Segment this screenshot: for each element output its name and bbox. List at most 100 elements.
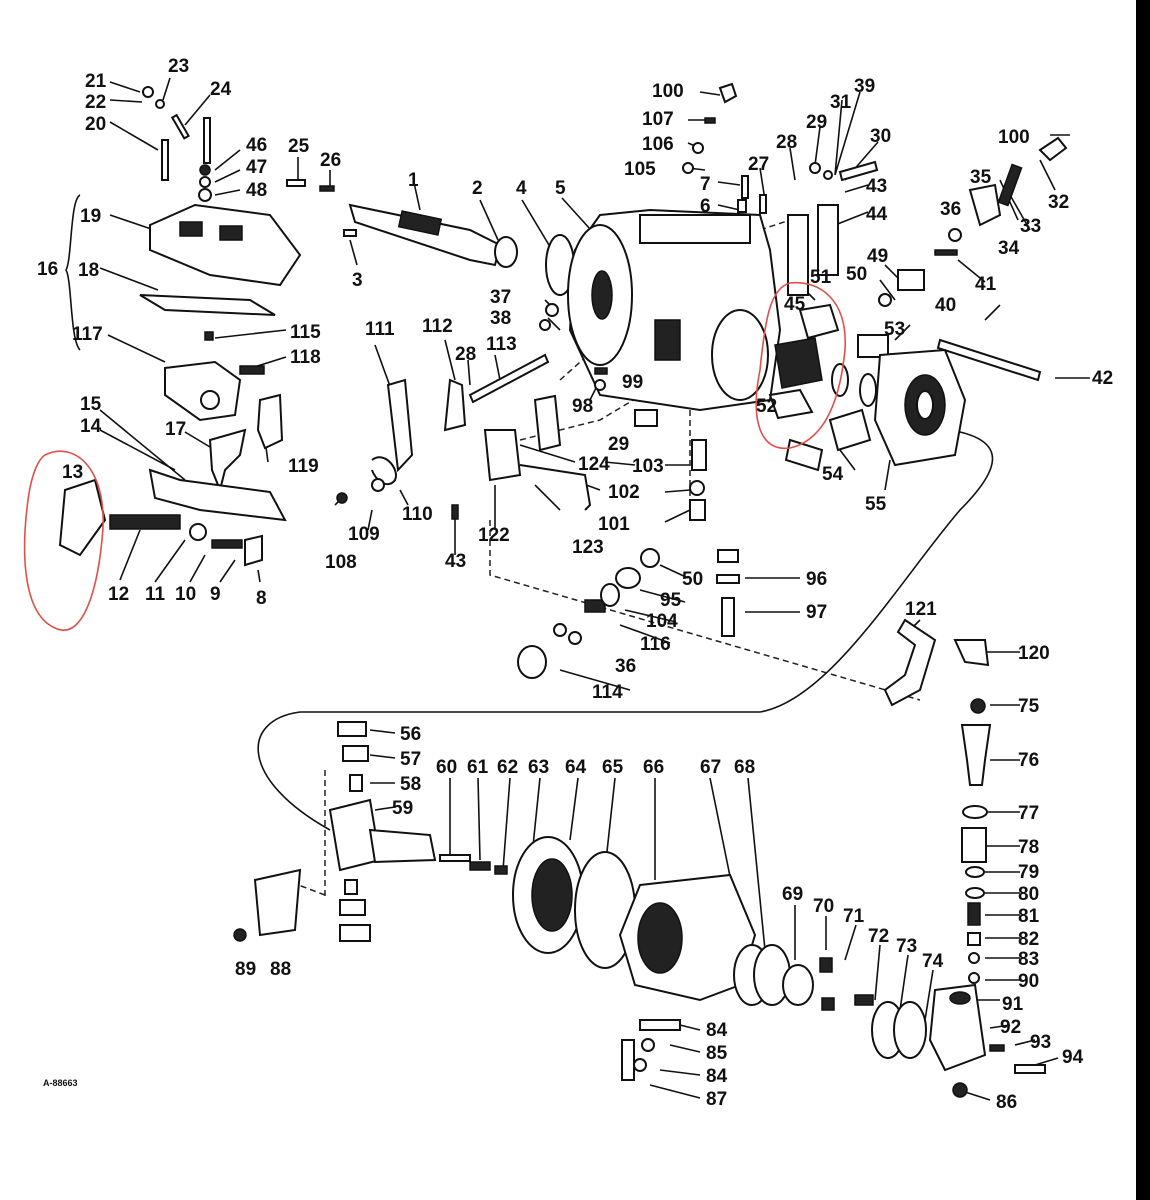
label-43-top: 43 bbox=[866, 176, 887, 197]
label-33: 33 bbox=[1020, 216, 1041, 237]
label-121: 121 bbox=[905, 599, 937, 620]
part-99-screw bbox=[594, 367, 608, 375]
part-77-washer bbox=[962, 805, 988, 819]
part-54-wedge bbox=[784, 438, 824, 472]
part-70-valve bbox=[819, 957, 833, 973]
part-72-spring bbox=[854, 994, 874, 1006]
label-116: 116 bbox=[640, 634, 671, 655]
label-75: 75 bbox=[1018, 696, 1040, 717]
label-9: 9 bbox=[210, 584, 221, 605]
label-37: 37 bbox=[490, 287, 511, 308]
part-27-screw bbox=[759, 194, 767, 214]
label-119: 119 bbox=[288, 456, 319, 477]
part-14-plate bbox=[148, 468, 287, 522]
label-20: 20 bbox=[85, 114, 106, 135]
part-11-spacer bbox=[189, 523, 207, 541]
label-104: 104 bbox=[646, 611, 678, 632]
label-29-lower: 29 bbox=[608, 434, 629, 455]
label-88: 88 bbox=[270, 959, 291, 980]
part-59-shaft bbox=[368, 828, 437, 864]
label-36-right: 36 bbox=[940, 199, 961, 220]
label-82: 82 bbox=[1018, 929, 1039, 950]
part-7-stud bbox=[741, 175, 749, 199]
label-105: 105 bbox=[624, 159, 656, 180]
part-48-washer bbox=[198, 188, 212, 202]
rotor-block-b bbox=[339, 924, 371, 942]
part-20-screw bbox=[161, 139, 169, 181]
part-25-plug bbox=[286, 179, 306, 187]
label-60: 60 bbox=[436, 757, 457, 778]
part-36-ring-a bbox=[553, 623, 567, 637]
label-73: 73 bbox=[896, 936, 917, 957]
label-46: 46 bbox=[246, 135, 267, 156]
part-87-bolt bbox=[621, 1039, 635, 1081]
part-19-cover bbox=[149, 203, 302, 287]
cover-window-2 bbox=[219, 225, 243, 241]
part-102-washer bbox=[689, 480, 705, 496]
part-53-block bbox=[857, 334, 889, 358]
label-70: 70 bbox=[813, 896, 834, 917]
part-ring-b bbox=[859, 373, 877, 407]
part-45-core bbox=[774, 337, 823, 389]
part-52-block bbox=[768, 388, 814, 420]
part-46-nut bbox=[199, 164, 211, 176]
label-97: 97 bbox=[806, 602, 827, 623]
head-face bbox=[637, 902, 683, 974]
label-21: 21 bbox=[85, 71, 107, 92]
figure-code: A-88663 bbox=[43, 1078, 78, 1088]
part-2-seal bbox=[494, 236, 518, 268]
label-10: 10 bbox=[175, 584, 196, 605]
label-85: 85 bbox=[706, 1043, 728, 1064]
housing-flange-bore bbox=[591, 270, 613, 320]
label-74: 74 bbox=[922, 951, 944, 972]
part-76-delivery-valve bbox=[960, 724, 992, 786]
housing-top bbox=[639, 214, 751, 244]
label-31: 31 bbox=[830, 92, 852, 113]
label-34: 34 bbox=[998, 238, 1020, 259]
part-122-bracket bbox=[483, 429, 522, 482]
part-9-retainer bbox=[244, 534, 263, 567]
part-36-washer bbox=[948, 228, 962, 242]
part-50-ring bbox=[640, 548, 660, 568]
label-106: 106 bbox=[642, 134, 674, 155]
part-71-valve bbox=[821, 997, 835, 1011]
part-98-washer bbox=[594, 379, 606, 391]
label-12: 12 bbox=[108, 584, 129, 605]
part-42-rod bbox=[936, 338, 1042, 382]
part-41-pin bbox=[934, 249, 958, 256]
label-78: 78 bbox=[1018, 837, 1039, 858]
label-111: 111 bbox=[365, 319, 395, 340]
part-82-plunger bbox=[967, 932, 981, 946]
part-105-washer bbox=[682, 162, 694, 174]
label-79: 79 bbox=[1018, 862, 1039, 883]
part-38-washer bbox=[539, 319, 551, 331]
label-28: 28 bbox=[455, 344, 476, 365]
label-84-top: 84 bbox=[706, 1020, 728, 1041]
label-40: 40 bbox=[935, 295, 956, 316]
label-103: 103 bbox=[632, 456, 664, 477]
part-90-ring bbox=[968, 972, 980, 984]
label-100-top: 100 bbox=[652, 81, 684, 102]
label-65: 65 bbox=[602, 757, 624, 778]
label-62: 62 bbox=[497, 757, 518, 778]
label-11: 11 bbox=[145, 584, 166, 605]
part-3-key bbox=[343, 229, 357, 237]
label-23: 23 bbox=[168, 56, 189, 77]
part-62-ring bbox=[494, 865, 508, 875]
label-28-top: 28 bbox=[776, 132, 797, 153]
label-68: 68 bbox=[734, 757, 755, 778]
part-88-shoe bbox=[253, 868, 302, 937]
label-90: 90 bbox=[1018, 971, 1039, 992]
label-61: 61 bbox=[467, 757, 489, 778]
part-79-ring bbox=[965, 866, 985, 878]
block-port bbox=[949, 991, 971, 1005]
group-brace-16 bbox=[65, 194, 81, 351]
label-18: 18 bbox=[78, 260, 99, 281]
label-45: 45 bbox=[784, 294, 806, 315]
label-101: 101 bbox=[598, 514, 630, 535]
label-69: 69 bbox=[782, 884, 803, 905]
end-cap-inner bbox=[916, 390, 934, 420]
part-121-hose bbox=[883, 618, 937, 707]
part-86-plug bbox=[952, 1082, 968, 1098]
label-96: 96 bbox=[806, 569, 827, 590]
